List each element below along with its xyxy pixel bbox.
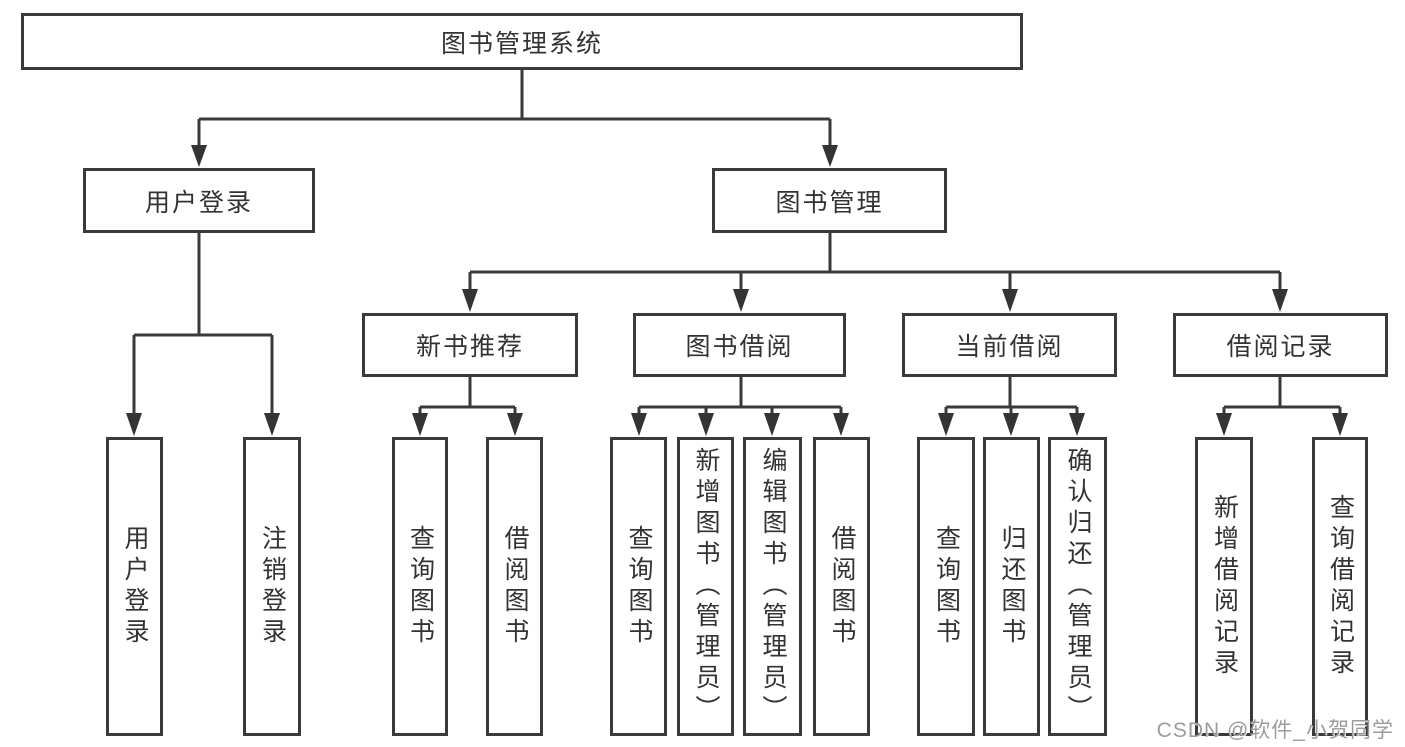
connector-book-management-children (468, 233, 1282, 290)
leaf-logout-label: 注销登录 (258, 524, 287, 649)
arrowhead-borrow-books-1 (507, 413, 523, 436)
leaf-add-book-admin: 新增图书（管理员） (677, 437, 734, 736)
node-book-management: 图书管理 (712, 168, 947, 233)
leaf-query-borrow-record: 查询借阅记录 (1312, 437, 1368, 736)
node-book-management-label: 图书管理 (775, 188, 884, 217)
arrowhead-confirm-return (1069, 413, 1085, 436)
arrowhead-book-management (822, 145, 838, 167)
node-current-borrowing: 当前借阅 (902, 313, 1117, 377)
leaf-query-books-borrowing-label: 查询图书 (625, 524, 653, 649)
leaf-confirm-return-admin: 确认归还（管理员） (1048, 437, 1107, 736)
arrowhead-book-borrowing (733, 289, 749, 312)
arrowhead-borrowing-records (1272, 289, 1288, 312)
leaf-add-borrow-record-label: 新增借阅记录 (1210, 493, 1239, 680)
leaf-add-book-admin-label: 新增图书（管理员） (692, 447, 720, 726)
node-borrowing-records: 借阅记录 (1173, 313, 1388, 377)
arrowhead-query-books-1 (412, 413, 428, 436)
leaf-borrow-books-recommend: 借阅图书 (486, 437, 543, 736)
connector-root-to-level2 (197, 70, 832, 146)
arrowhead-leaf-user-login (126, 413, 142, 436)
arrowhead-query-books-2 (631, 413, 647, 436)
arrowhead-user-login (191, 145, 207, 167)
arrowhead-add-borrow-record (1216, 413, 1232, 436)
connector-book-borrowing-children (637, 377, 843, 414)
leaf-return-book: 归还图书 (983, 437, 1040, 736)
node-book-borrowing: 图书借阅 (633, 313, 846, 377)
leaf-logout: 注销登录 (243, 437, 301, 736)
node-root-label: 图书管理系统 (440, 29, 603, 58)
arrowhead-current-borrowing (1002, 289, 1018, 312)
leaf-borrow-books-borrowing: 借阅图书 (813, 437, 870, 736)
leaf-edit-book-admin-label: 编辑图书（管理员） (759, 447, 787, 726)
arrowhead-query-borrow-record (1332, 413, 1348, 436)
arrowhead-leaf-logout (264, 413, 280, 436)
node-root-library-system: 图书管理系统 (21, 13, 1023, 70)
connector-current-borrowing-children (944, 377, 1079, 414)
leaf-confirm-return-admin-label: 确认归还（管理员） (1064, 447, 1092, 726)
connector-user-login-children (132, 233, 274, 414)
arrowhead-borrow-books-2 (833, 413, 849, 436)
node-borrowing-records-label: 借阅记录 (1226, 333, 1335, 361)
node-user-login-label: 用户登录 (144, 188, 253, 217)
leaf-query-books-current: 查询图书 (917, 437, 975, 736)
arrowhead-new-book-recommend (462, 289, 478, 312)
arrowhead-add-book (698, 413, 714, 436)
node-new-book-recommend-label: 新书推荐 (415, 333, 524, 361)
leaf-query-books-current-label: 查询图书 (932, 524, 961, 649)
leaf-query-books-recommend-label: 查询图书 (406, 524, 435, 649)
connector-borrowing-records-children (1222, 377, 1342, 414)
node-book-borrowing-label: 图书借阅 (685, 333, 794, 361)
arrowhead-edit-book (764, 413, 780, 436)
node-new-book-recommend: 新书推荐 (362, 313, 578, 377)
connector-new-book-children (418, 377, 517, 414)
leaf-query-books-borrowing: 查询图书 (610, 437, 667, 736)
leaf-query-books-recommend: 查询图书 (392, 437, 448, 736)
leaf-query-borrow-record-label: 查询借阅记录 (1326, 493, 1355, 680)
leaf-return-book-label: 归还图书 (998, 524, 1026, 649)
leaf-edit-book-admin: 编辑图书（管理员） (743, 437, 802, 736)
leaf-add-borrow-record: 新增借阅记录 (1195, 437, 1253, 736)
arrowhead-return-book (1003, 413, 1019, 436)
watermark-text: CSDN @软件_小贺同学 (1156, 719, 1394, 742)
leaf-user-login: 用户登录 (106, 437, 163, 736)
node-current-borrowing-label: 当前借阅 (955, 333, 1064, 361)
arrowhead-query-books-3 (938, 413, 954, 436)
leaf-borrow-books-recommend-label: 借阅图书 (501, 524, 529, 649)
node-user-login: 用户登录 (83, 168, 315, 233)
leaf-user-login-label: 用户登录 (121, 524, 149, 649)
leaf-borrow-books-borrowing-label: 借阅图书 (828, 524, 856, 649)
